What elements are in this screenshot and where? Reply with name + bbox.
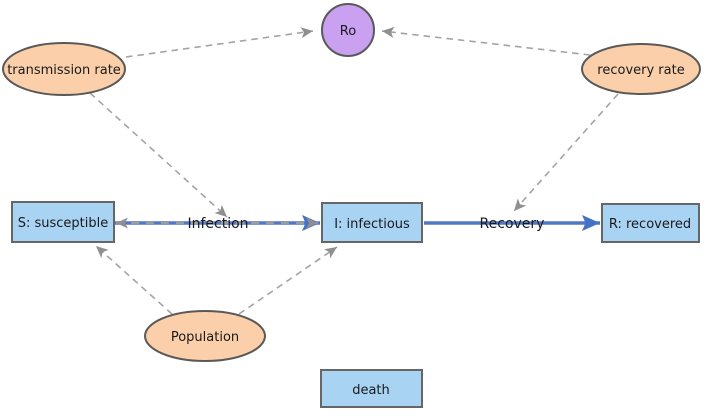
- link-population-to-susceptible[interactable]: [95, 245, 173, 315]
- node-ro-shape[interactable]: [321, 3, 375, 57]
- node-population: Population: [144, 310, 266, 362]
- node-recovery-rate: recovery rate: [581, 43, 701, 95]
- node-death-label: death: [352, 383, 390, 398]
- node-population-label: Population: [171, 330, 239, 345]
- node-susceptible-label: S: susceptible: [18, 216, 109, 231]
- node-recovered-shape[interactable]: [601, 203, 700, 243]
- link-recovery-rate-to-recovery[interactable]: [513, 93, 619, 212]
- flow-edges: Infection Recovery: [114, 215, 600, 232]
- node-transmission-rate: transmission rate: [2, 42, 126, 96]
- node-death: death: [320, 369, 423, 408]
- flow-recovery-label: Recovery: [480, 216, 545, 232]
- node-death-shape[interactable]: [320, 369, 423, 408]
- node-infectious-shape[interactable]: [321, 202, 423, 243]
- node-ro-label: Ro: [340, 24, 356, 39]
- node-ro: Ro: [321, 3, 375, 57]
- node-recovered: R: recovered: [601, 203, 700, 243]
- node-recovery-rate-label: recovery rate: [597, 63, 684, 78]
- node-recovered-label: R: recovered: [609, 217, 691, 232]
- node-recovery-rate-shape[interactable]: [581, 43, 701, 95]
- node-susceptible-shape[interactable]: [11, 201, 115, 243]
- link-transmission-rate-to-ro[interactable]: [125, 27, 314, 58]
- node-population-shape[interactable]: [144, 310, 266, 362]
- node-susceptible: S: susceptible: [11, 201, 115, 243]
- node-transmission-rate-shape[interactable]: [2, 42, 126, 96]
- link-edges: [89, 26, 619, 315]
- node-infectious-label: I: infectious: [334, 217, 410, 232]
- link-population-to-infectious[interactable]: [238, 246, 338, 315]
- link-transmission-rate-to-infection[interactable]: [89, 92, 228, 218]
- flow-infection-label: Infection: [187, 216, 248, 232]
- node-infectious: I: infectious: [321, 202, 423, 243]
- node-transmission-rate-label: transmission rate: [7, 63, 121, 78]
- nodes: Ro transmission rate recovery rate S: su…: [2, 3, 701, 408]
- link-recovery-rate-to-ro[interactable]: [381, 26, 591, 56]
